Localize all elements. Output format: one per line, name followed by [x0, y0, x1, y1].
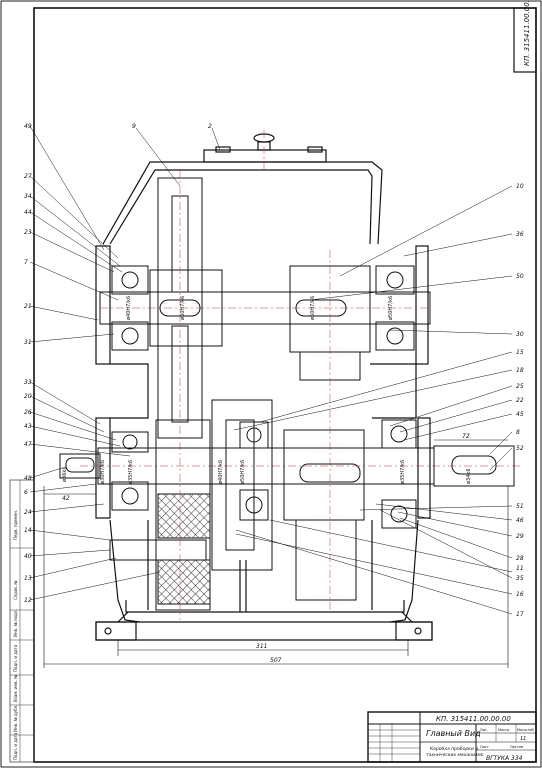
rotated-code-box: КП. 315411.00.00.00 [513, 0, 537, 73]
callout-number: 47 [24, 441, 32, 448]
strip-label: Подп. и дата [13, 732, 18, 760]
dimension-311: 311 [256, 643, 267, 650]
callout-number: 9 [132, 123, 136, 130]
callout-number: 28 [516, 555, 524, 562]
callout-labels: 49 27 34 44 23 7 21 31 33 20 26 43 47 48 6 24 14 40 13 12 9 2… [24, 123, 524, 618]
strip-label: Подп. и дата [13, 644, 18, 672]
callout-number: 44 [24, 209, 32, 216]
title-block-description-2: тахнических механизмо [426, 753, 484, 758]
lower-bearings [111, 419, 417, 529]
callout-number: 36 [516, 231, 524, 238]
callout-number: 45 [516, 411, 524, 418]
callout-number: 25 [516, 383, 524, 390]
callout-number: 30 [516, 331, 524, 338]
title-block-code: КП. 315411.00.00.00 [436, 715, 511, 723]
title-block-sheet-label: Лист [480, 745, 489, 749]
fit-annotations: ø40Н7/k6 ø50Н7/k6 ø50Н7/k6 ø50Н7/k6 ø36k… [62, 296, 472, 484]
callout-number: 8 [516, 429, 520, 436]
callout-number: 26 [24, 409, 32, 416]
fit-label: ø40Н7/k6 [126, 296, 132, 320]
title-block-description-1: Коробка проборки и [430, 746, 478, 752]
callout-number: 11 [516, 565, 524, 572]
upper-bearings [111, 265, 415, 351]
callout-number: 16 [516, 591, 524, 598]
callout-number: 33 [24, 379, 32, 386]
fit-label: ø40Н7/k6 [218, 460, 224, 484]
title-block-sheet-number: 11 [520, 736, 526, 742]
sheet-inner-frame [33, 7, 537, 763]
callout-number: 17 [516, 611, 524, 618]
callout-number: 13 [24, 575, 32, 582]
callout-number: 48 [24, 475, 32, 482]
callout-number: 23 [24, 229, 32, 236]
fit-label: ø50Н7/k6 [388, 296, 394, 320]
callout-number: 2 [208, 123, 212, 130]
center-lines [179, 130, 331, 620]
left-margin-strip: Перв. примен. Справ. № Подп. и дата Инв.… [9, 479, 35, 763]
dimension-72: 72 [462, 433, 470, 440]
fit-label: ø36k6 [62, 467, 68, 483]
fit-label: ø50Н7/k6 [240, 460, 246, 484]
title-block-sheets-label: Листов [510, 745, 523, 749]
strip-label: Инв. № дубл. [13, 705, 18, 732]
strip-label: Инв. № подл. [13, 609, 18, 637]
fit-label: ø34k6 [466, 469, 472, 485]
callout-number: 14 [24, 527, 32, 534]
title-block-scale-label: Масштаб [517, 728, 534, 732]
fit-label: ø35Н7/k6 [128, 460, 134, 484]
callout-number: 50 [516, 273, 524, 280]
dimension-42: 42 [62, 495, 70, 502]
callout-number: 18 [516, 367, 524, 374]
callout-number: 7 [24, 259, 28, 266]
callout-number: 40 [24, 553, 32, 560]
title-block-mass-label: Масса [498, 728, 509, 732]
fit-label: ø35Н7/k6 [400, 460, 406, 484]
title-block-institution: ВГТУКА 334 [486, 755, 523, 762]
callout-number: 22 [516, 397, 524, 404]
callout-number: 20 [24, 393, 32, 400]
title-block [367, 711, 537, 763]
callout-number: 24 [24, 509, 32, 516]
strip-label: Перв. примен. [13, 510, 18, 540]
callout-number: 15 [516, 349, 524, 356]
fit-label: ø30Н7/k6 [100, 460, 106, 484]
strip-label: Взам. инв. № [13, 675, 18, 702]
rotated-code-text: КП. 315411.00.00.00 [523, 0, 531, 66]
fit-label: ø50Н7/k6 [310, 296, 316, 320]
strip-label: Справ. № [13, 581, 18, 600]
callout-number: 46 [516, 517, 524, 524]
hatched-gear [109, 493, 211, 605]
callout-number: 21 [24, 303, 32, 310]
callout-number: 51 [516, 503, 524, 510]
dimension-507: 507 [270, 657, 282, 664]
callout-number: 34 [24, 193, 32, 200]
callout-number: 27 [24, 173, 32, 180]
callout-number: 49 [24, 123, 32, 130]
gearbox-housing [95, 133, 433, 641]
callout-number: 10 [516, 183, 524, 190]
lower-right-gear [283, 429, 365, 601]
callout-number: 29 [516, 533, 524, 540]
callout-number: 35 [516, 575, 524, 582]
callout-number: 43 [24, 423, 32, 430]
callout-number: 52 [516, 445, 524, 452]
callout-leaders [29, 125, 513, 615]
callout-number: 6 [24, 489, 28, 496]
callout-number: 31 [24, 339, 32, 346]
callout-number: 12 [24, 597, 32, 604]
title-block-lit-label: Лит. [480, 728, 488, 732]
fit-label: ø50Н7/k6 [180, 296, 186, 320]
title-block-view-title: Главный Вид [426, 729, 481, 738]
dimension-lines [43, 439, 509, 668]
